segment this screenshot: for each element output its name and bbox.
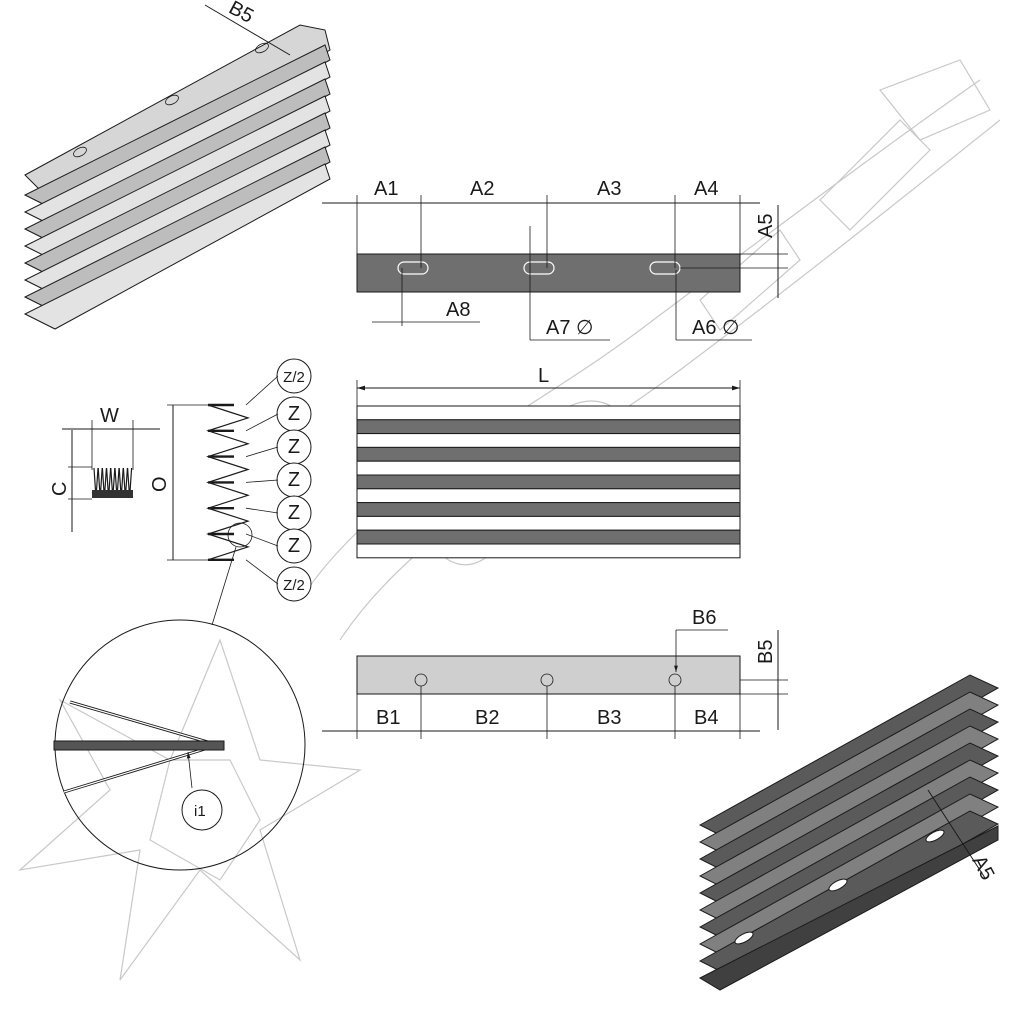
detail-tag <box>181 789 223 831</box>
dim-b1: B1 <box>376 707 400 729</box>
slot-hole <box>397 261 429 275</box>
dim-b3: B3 <box>597 707 621 729</box>
front-strip <box>356 529 741 545</box>
dim-b2: B2 <box>475 707 499 729</box>
front-strip <box>356 474 741 490</box>
detail-marker <box>227 522 253 548</box>
fold-label-leader <box>245 479 279 483</box>
dim-c: C <box>49 482 71 496</box>
iso-a5-label: A5 <box>968 852 999 884</box>
mount-hole <box>255 42 269 54</box>
detail-view-i1: i1 <box>53 619 306 871</box>
dim-a5: A5 <box>755 214 777 238</box>
fold-label-leader <box>245 533 279 547</box>
dim-w: W <box>100 405 119 427</box>
front-strip <box>356 460 741 476</box>
dim-b4: B4 <box>694 707 718 729</box>
front-view: L <box>356 365 741 559</box>
dim-b5: B5 <box>755 640 777 664</box>
fold-label-text: Z <box>288 436 300 458</box>
front-strip <box>356 405 741 421</box>
fold-label-text: Z <box>288 403 300 425</box>
fold-label-text: Z/2 <box>283 577 305 594</box>
dim-b6: B6 <box>692 607 716 629</box>
compressed-bellows <box>92 467 133 499</box>
iso-b5-label: B5 <box>225 0 257 28</box>
slot-hole <box>734 931 754 945</box>
iso-bellows-bottom-right: A5 <box>698 674 1000 991</box>
fold-label-leader <box>245 559 279 585</box>
front-strip <box>356 433 741 448</box>
fold-label-circle <box>276 566 312 602</box>
fold-label-leader <box>245 413 279 432</box>
front-strip <box>356 543 741 559</box>
bottom-view-strip <box>356 655 741 695</box>
front-strip <box>356 515 741 531</box>
front-strip <box>356 488 741 504</box>
dim-a3: A3 <box>597 178 621 200</box>
dim-a4: A4 <box>694 178 718 200</box>
iso-base-plate <box>698 825 999 991</box>
dim-l: L <box>538 365 549 387</box>
top-view-strip <box>356 253 741 293</box>
slot-hole <box>828 878 848 892</box>
fold-label-leader <box>245 375 279 406</box>
front-strip <box>356 419 741 435</box>
front-strip <box>356 446 741 462</box>
top-view: A1 A2 A3 A4 A5 A8 A7 ∅ A6 ∅ <box>322 178 788 341</box>
fold-label-circle <box>276 358 312 394</box>
dim-o: O <box>149 476 171 492</box>
front-view-strips <box>356 405 741 559</box>
detail-strip <box>53 740 225 751</box>
fold-profile <box>206 403 250 561</box>
mount-hole <box>165 94 179 106</box>
bottom-view: B1 B2 B3 B4 B6 B5 <box>322 607 788 739</box>
slot-hole <box>925 829 945 843</box>
slot-hole <box>523 261 555 275</box>
dim-a2: A2 <box>470 178 494 200</box>
dim-a1: A1 <box>374 178 398 200</box>
fold-label-leader <box>245 507 279 514</box>
fold-label-text: Z <box>288 502 300 524</box>
compressed-base <box>92 490 133 498</box>
dim-a6: A6 ∅ <box>692 317 739 339</box>
iso-bellows-top-left: B5 <box>23 0 331 330</box>
fold-label-text: Z <box>288 535 300 557</box>
mount-hole <box>73 146 87 158</box>
iso-fold <box>23 163 331 330</box>
detail-label: i1 <box>194 803 206 820</box>
front-strip <box>356 502 741 517</box>
fold-label-text: Z <box>288 469 300 491</box>
fold-label-text: Z/2 <box>283 369 305 386</box>
fold-label-leader <box>245 446 279 457</box>
dim-a7: A7 ∅ <box>546 317 593 339</box>
b5-dimension-line <box>204 4 291 56</box>
dim-a8: A8 <box>446 299 470 321</box>
